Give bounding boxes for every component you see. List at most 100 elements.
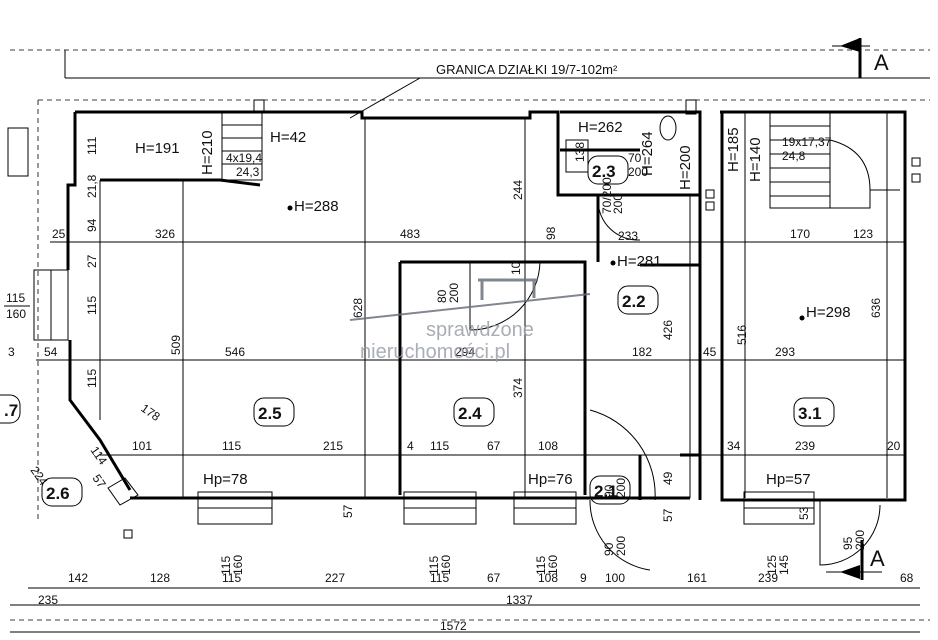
height-200: H=200 [677,145,694,190]
height-140: H=140 [747,137,764,182]
dim-101: 101 [132,439,152,453]
dim-215: 215 [323,439,343,453]
dim-546: 546 [225,345,245,359]
plot-boundary [10,49,930,621]
dim-114: 114 [88,444,111,468]
dim-426: 426 [661,320,675,340]
dim-27: 27 [85,254,99,268]
watermark: sprawdzone nieruchomości.pl [349,278,591,363]
dim-1572: 1572 [440,619,467,633]
dim-4: 4 [407,439,414,453]
svg-text:200: 200 [628,165,648,179]
room-markers: 2.5 H=288 2.4 2.2 H=281 2.3 2.1 2.6 [0,155,851,507]
windows [33,269,815,525]
svg-text:80: 80 [435,289,449,303]
dim-54: 54 [44,345,58,359]
svg-text:95: 95 [841,536,855,550]
dim-57b: 57 [661,508,675,522]
svg-text:.7: .7 [4,401,18,420]
svg-text:H=298: H=298 [806,304,851,321]
dim-115c: 115 [222,571,241,585]
dim-227: 227 [325,571,345,585]
dim-49: 49 [661,471,675,485]
svg-text:H=288: H=288 [294,198,339,215]
plot-title: GRANICA DZIAŁKI 19/7-102m² [436,62,618,77]
window-height-76: Hp=76 [528,471,573,488]
svg-text:115: 115 [6,291,25,305]
dim-67a: 67 [487,439,501,453]
svg-text:115: 115 [534,556,548,575]
svg-text:90: 90 [602,484,616,498]
svg-text:200: 200 [447,283,461,303]
height-labels: H=191 H=210 H=42 H=262 H=264 H=200 H=185… [135,119,832,488]
fixtures [7,99,921,539]
dim-200-v: 200 [611,194,625,214]
svg-text:2.5: 2.5 [258,404,282,423]
dim-516: 516 [735,325,749,345]
svg-text:115: 115 [427,556,441,575]
dimension-labels: 326 483 170 123 546 294 182 45 293 101 1… [4,136,914,633]
svg-text:3.1: 3.1 [798,404,822,423]
stair-label-b: 24,3 [236,165,260,179]
window-height-57: Hp=57 [766,471,811,488]
svg-text:90: 90 [602,542,616,556]
doors [107,199,881,571]
room-2-5: 2.5 H=288 [253,198,339,427]
svg-text:125: 125 [765,555,779,575]
dim-25: 25 [52,227,66,241]
watermark-line-2: nieruchomości.pl [360,341,510,363]
dim-1337: 1337 [506,593,533,607]
dim-20: 20 [887,439,901,453]
walls [66,110,907,502]
opening-115-160-left: 115 160 [4,291,30,321]
svg-text:2.4: 2.4 [458,404,482,423]
dim-10: 10 [509,261,523,275]
svg-text:70: 70 [628,151,642,165]
dim-57c: 57 [90,472,109,491]
svg-text:2.6: 2.6 [46,484,70,503]
height-185: H=185 [725,127,742,172]
dim-123: 123 [853,227,873,241]
dim-3: 3 [8,345,15,359]
svg-text:200: 200 [614,536,628,556]
dim-326: 326 [155,227,175,241]
svg-text:2.3: 2.3 [592,162,616,181]
room-2-6: 2.6 [41,477,83,507]
dim-294: 294 [455,345,475,359]
room-3-1: 3.1 H=298 [793,304,851,427]
dim-115a: 115 [222,439,241,453]
dim-9: 9 [580,571,587,585]
dim-128: 128 [150,571,170,585]
window-height-78: Hp=78 [203,471,248,488]
dim-111: 111 [85,136,99,155]
dim-108b: 108 [538,571,558,585]
section-marker-top: A [832,38,889,78]
dim-235: 235 [38,593,58,607]
svg-text:115: 115 [219,556,233,575]
room-2-7-partial: .7 [0,394,21,424]
opening-70-200-a: 70 200 [628,151,648,179]
svg-text:160: 160 [439,555,453,575]
dim-21-8: 21,8 [85,174,99,198]
dim-100: 100 [605,571,625,585]
dim-628: 628 [351,298,365,318]
dim-115-v1: 115 [85,296,99,315]
svg-text:145: 145 [777,555,791,575]
svg-text:A: A [874,50,889,75]
dim-244: 244 [511,180,525,200]
height-264: H=264 [639,131,656,176]
section-marker-bottom: A [826,540,885,580]
dim-115b: 115 [430,439,449,453]
dim-94: 94 [85,218,99,232]
dim-239a: 239 [795,439,815,453]
dim-293: 293 [775,345,795,359]
stair-label-c: 19x17,37 [782,135,832,149]
height-262: H=262 [578,119,623,136]
